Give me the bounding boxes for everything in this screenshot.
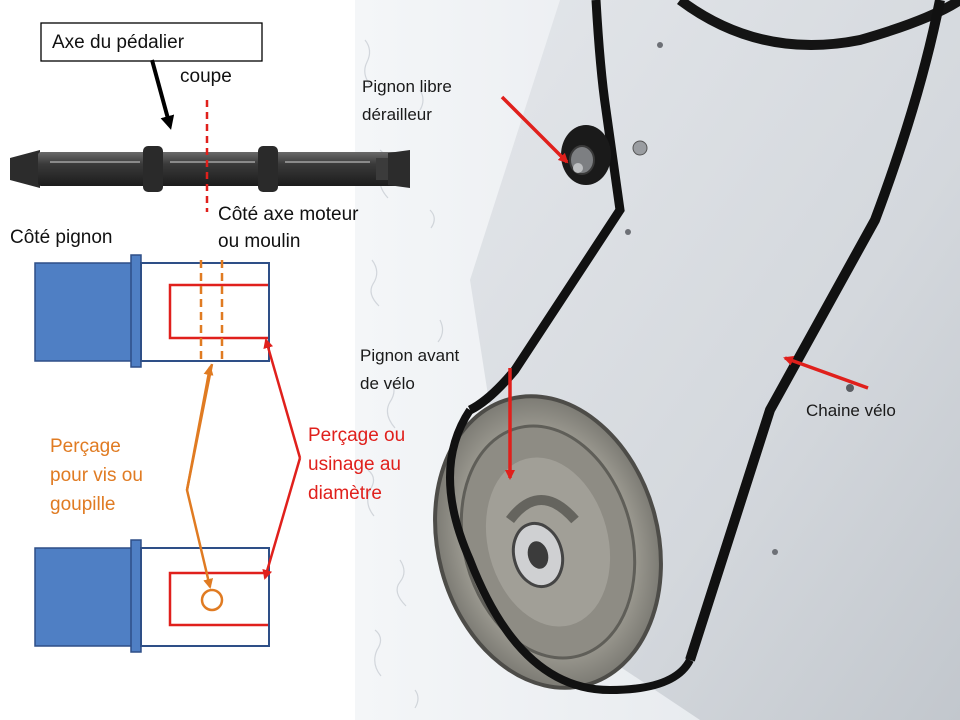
front-sprocket-line2: de vélo: [360, 374, 415, 393]
bore-line1: Perçage ou: [308, 425, 405, 446]
pin-drill-line1: Perçage: [50, 436, 121, 457]
bore-label: Perçage ou usinage au diamètre: [308, 425, 410, 504]
bike-chain-right: [685, 0, 945, 662]
diagram-panel: Axe du pédalier coupe Côté axe moteur ou…: [10, 22, 410, 653]
axle-title-box: [40, 22, 263, 62]
front-sprocket-label: Pignon avant de vélo: [360, 346, 464, 393]
bottom-bracket-axle: [10, 146, 410, 192]
bore-line2: usinage au: [308, 454, 401, 475]
chain-arrow: [783, 356, 869, 390]
pin-hole-circle: [200, 588, 224, 612]
pin-drill-line2: pour vis ou: [50, 465, 143, 486]
shaft-side-view: [34, 254, 270, 368]
chain-label: Chaine vélo: [806, 401, 896, 420]
bike-chain-left: [467, 0, 625, 415]
cut-label: coupe: [180, 66, 232, 87]
plate-screw: [632, 140, 648, 156]
plate-hole: [625, 229, 631, 235]
bore-line3: diamètre: [308, 483, 382, 504]
motor-side-line1: Côté axe moteur: [218, 204, 359, 225]
front-sprocket-line1: Pignon avant: [360, 346, 460, 365]
bore-pointer-down: [262, 457, 302, 580]
axle-title: Axe du pédalier: [52, 32, 185, 53]
idler-arrow: [500, 95, 569, 164]
photo-panel: Pignon libre dérailleur Pignon avant de …: [355, 0, 960, 720]
bore-outline-top: [168, 283, 268, 340]
idler-label: Pignon libre dérailleur: [362, 77, 457, 124]
pin-drill-line3: goupille: [50, 494, 116, 515]
idler-label-line1: Pignon libre: [362, 77, 452, 96]
axle-arrow: [150, 59, 175, 130]
sprocket-side-label: Côté pignon: [10, 227, 112, 248]
idler-label-line2: dérailleur: [362, 105, 432, 124]
pin-drill-pointer-up: [185, 365, 214, 491]
front-chainring: [433, 394, 663, 690]
plate-hole: [846, 384, 854, 392]
idler-pulley: [561, 125, 611, 185]
plate-hole: [657, 42, 663, 48]
shaft-end-view: [34, 539, 270, 653]
motor-side-label: Côté axe moteur ou moulin: [218, 204, 364, 252]
bore-pointer-up: [263, 338, 302, 459]
pin-drill-label: Perçage pour vis ou goupille: [50, 436, 148, 515]
plate-hole: [772, 549, 778, 555]
bore-outline-bottom: [168, 571, 268, 627]
motor-side-line2: ou moulin: [218, 231, 300, 252]
bike-chain-bottom: [446, 407, 694, 695]
